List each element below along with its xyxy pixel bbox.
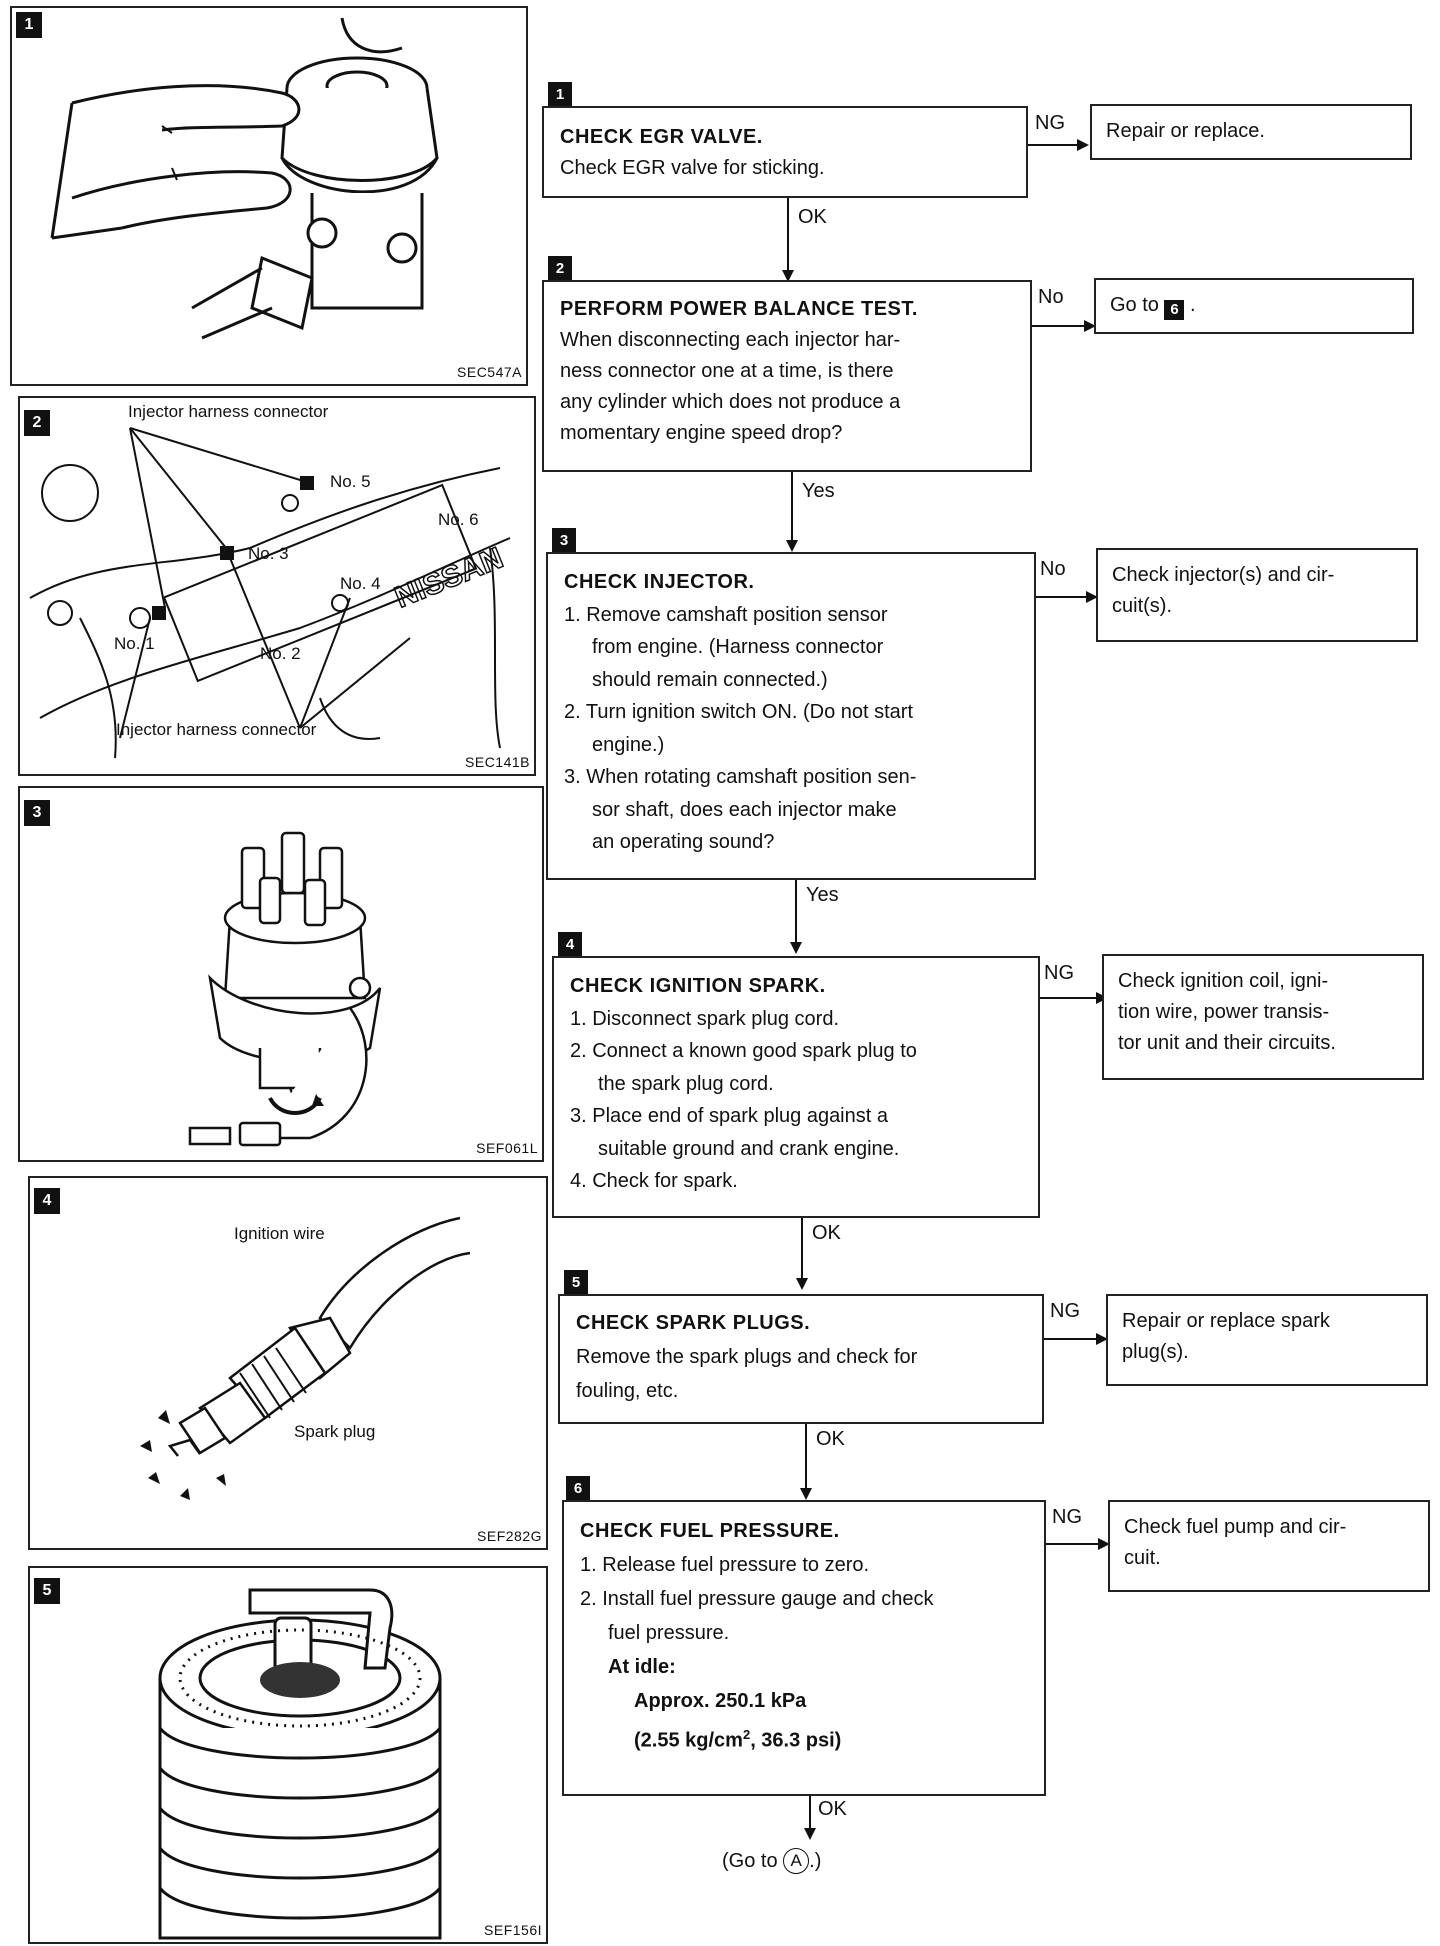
step-4-result-line-1: Check ignition coil, igni- <box>1118 966 1408 997</box>
step-4-result-box: Check ignition coil, igni- tion wire, po… <box>1102 954 1424 1080</box>
step-3-result-line-1: Check injector(s) and cir- <box>1112 560 1402 591</box>
step-6-branch-label: NG <box>1052 1506 1082 1529</box>
step-4-result-line-2: tion wire, power transis- <box>1118 997 1408 1028</box>
step-6-spec-line-2: (2.55 kg/cm2, 36.3 psi) <box>580 1718 1028 1758</box>
step-3-item-3: 3. When rotating camshaft position sen- … <box>564 761 1018 859</box>
final-prefix: (Go to <box>722 1850 778 1872</box>
step-3-result-line-2: cuit(s). <box>1112 591 1402 622</box>
step-3-item-3-line-3: an operating sound? <box>564 826 1018 859</box>
step-5-next-label: OK <box>816 1428 845 1451</box>
step-5-result-box: Repair or replace spark plug(s). <box>1106 1294 1428 1386</box>
step-5-branch-label: NG <box>1050 1300 1080 1323</box>
step-4-badge: 4 <box>558 932 582 956</box>
step-2-next-label: Yes <box>802 480 835 503</box>
step-3-item-3-line-1: 3. When rotating camshaft position sen- <box>564 761 1018 794</box>
step-4-item-2-line-1: 2. Connect a known good spark plug to <box>570 1035 1022 1068</box>
step-3-item-1-line-3: should remain connected.) <box>564 664 1018 697</box>
step-2-branch-label: No <box>1038 286 1064 309</box>
step-3-item-2: 2. Turn ignition switch ON. (Do not star… <box>564 696 1018 761</box>
step-5-line-1: Remove the spark plugs and check for <box>576 1340 1026 1374</box>
step-6-spec-line-2-pre: (2.55 kg/cm <box>634 1730 743 1752</box>
step-4-item-3: 3. Place end of spark plug against a sui… <box>570 1100 1022 1165</box>
step-6-spec-heading: At idle: <box>580 1650 1028 1684</box>
step-1-badge: 1 <box>548 82 572 106</box>
step-2-line-2: ness connector one at a time, is there <box>560 356 1014 387</box>
step-2-line-4: momentary engine speed drop? <box>560 418 1014 449</box>
step-6-item-2: 2. Install fuel pressure gauge and check… <box>580 1582 1028 1650</box>
final-ref-circle: A <box>783 1848 809 1874</box>
step-3-item-1-line-1: 1. Remove camshaft position sensor <box>564 599 1018 632</box>
step-4-title: CHECK IGNITION SPARK. <box>570 970 1022 1003</box>
step-4-branch-label: NG <box>1044 962 1074 985</box>
step-2-box: PERFORM POWER BALANCE TEST. When disconn… <box>542 280 1032 472</box>
step-6-box: CHECK FUEL PRESSURE. 1. Release fuel pre… <box>562 1500 1046 1796</box>
step-3-item-3-line-2: sor shaft, does each injector make <box>564 794 1018 827</box>
step-2-result-ref-badge: 6 <box>1164 300 1184 320</box>
step-6-next-label: OK <box>818 1798 847 1821</box>
step-6-item-2-line-2: fuel pressure. <box>580 1616 1028 1650</box>
step-4-item-3-line-1: 3. Place end of spark plug against a <box>570 1100 1022 1133</box>
step-5-result-line-1: Repair or replace spark <box>1122 1306 1412 1337</box>
step-3-box: CHECK INJECTOR. 1. Remove camshaft posit… <box>546 552 1036 880</box>
step-2-badge: 2 <box>548 256 572 280</box>
step-4-item-3-line-2: suitable ground and crank engine. <box>570 1133 1022 1166</box>
final-suffix: .) <box>809 1850 821 1872</box>
step-1-result-box: Repair or replace. <box>1090 104 1412 160</box>
step-5-badge: 5 <box>564 1270 588 1294</box>
step-6-spec-line-1: Approx. 250.1 kPa <box>580 1684 1028 1718</box>
step-2-title: PERFORM POWER BALANCE TEST. <box>560 294 1014 325</box>
step-6-result-box: Check fuel pump and cir- cuit. <box>1108 1500 1430 1592</box>
step-3-item-2-line-2: engine.) <box>564 729 1018 762</box>
step-2-result-prefix: Go to <box>1110 294 1159 316</box>
step-3-branch-label: No <box>1040 558 1066 581</box>
step-2-line-3: any cylinder which does not produce a <box>560 387 1014 418</box>
step-5-title: CHECK SPARK PLUGS. <box>576 1306 1026 1340</box>
step-3-badge: 3 <box>552 528 576 552</box>
step-1-result: Repair or replace. <box>1106 120 1265 142</box>
step-2-result-suffix: . <box>1190 294 1196 316</box>
step-3-result-box: Check injector(s) and cir- cuit(s). <box>1096 548 1418 642</box>
step-5-line-2: fouling, etc. <box>576 1374 1026 1408</box>
step-6-result-line-2: cuit. <box>1124 1543 1414 1574</box>
step-2-line-1: When disconnecting each injector har- <box>560 325 1014 356</box>
step-4-item-2-line-2: the spark plug cord. <box>570 1068 1022 1101</box>
step-4-item-1: 1. Disconnect spark plug cord. <box>570 1003 1022 1036</box>
step-2-result-box: Go to 6 . <box>1094 278 1414 334</box>
step-6-spec-line-2-post: , 36.3 psi) <box>750 1730 841 1752</box>
step-1-box: CHECK EGR VALVE. Check EGR valve for sti… <box>542 106 1028 198</box>
step-4-box: CHECK IGNITION SPARK. 1. Disconnect spar… <box>552 956 1040 1218</box>
step-1-branch-label: NG <box>1035 112 1065 135</box>
step-1-title: CHECK EGR VALVE. <box>560 122 1010 153</box>
step-6-title: CHECK FUEL PRESSURE. <box>580 1514 1028 1548</box>
step-4-item-2: 2. Connect a known good spark plug to th… <box>570 1035 1022 1100</box>
step-3-item-2-line-1: 2. Turn ignition switch ON. (Do not star… <box>564 696 1018 729</box>
step-6-result-line-1: Check fuel pump and cir- <box>1124 1512 1414 1543</box>
step-1-next-label: OK <box>798 206 827 229</box>
step-1-text: Check EGR valve for sticking. <box>560 153 1010 184</box>
step-5-box: CHECK SPARK PLUGS. Remove the spark plug… <box>558 1294 1044 1424</box>
step-5-result-line-2: plug(s). <box>1122 1337 1412 1368</box>
step-3-item-1: 1. Remove camshaft position sensor from … <box>564 599 1018 697</box>
step-3-next-label: Yes <box>806 884 839 907</box>
step-6-badge: 6 <box>566 1476 590 1500</box>
step-6-item-2-line-1: 2. Install fuel pressure gauge and check <box>580 1582 1028 1616</box>
step-3-item-1-line-2: from engine. (Harness connector <box>564 631 1018 664</box>
step-3-title: CHECK INJECTOR. <box>564 566 1018 599</box>
step-4-next-label: OK <box>812 1222 841 1245</box>
final-goto: (Go to A.) <box>722 1848 821 1874</box>
step-6-item-1: 1. Release fuel pressure to zero. <box>580 1548 1028 1582</box>
step-4-item-4: 4. Check for spark. <box>570 1165 1022 1198</box>
step-4-result-line-3: tor unit and their circuits. <box>1118 1028 1408 1059</box>
